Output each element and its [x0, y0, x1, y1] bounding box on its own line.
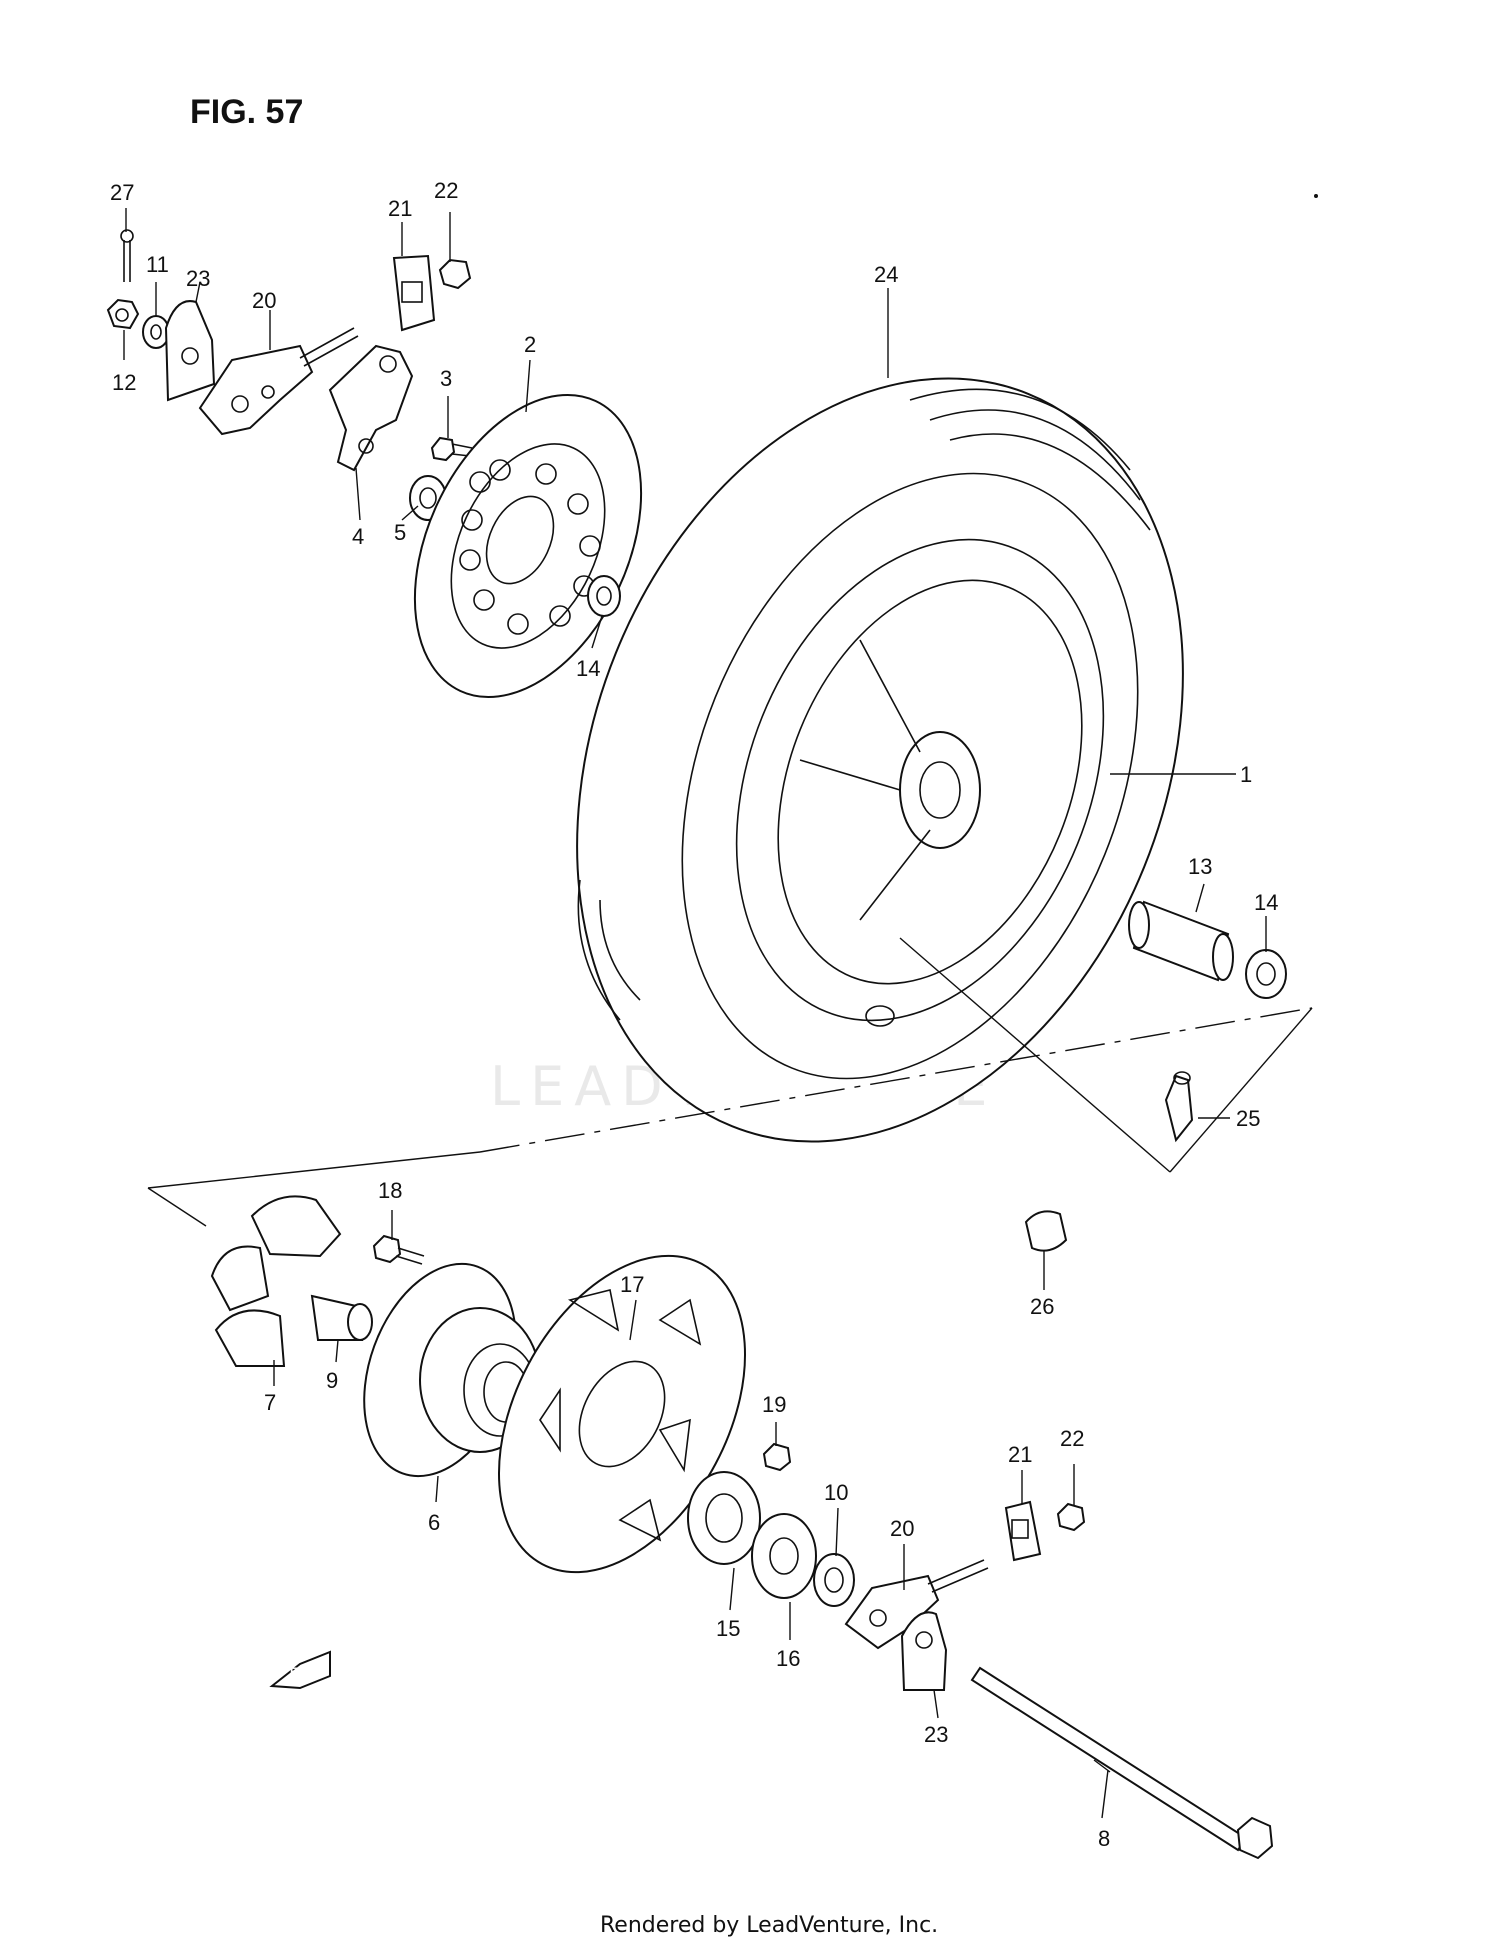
callout-10: 10: [824, 1480, 848, 1505]
callout-18: 18: [378, 1178, 402, 1203]
part-20-chain-adjuster-upper: [198, 327, 359, 436]
part-17-rear-sprocket: [497, 1254, 747, 1574]
callout-14-right: 14: [1254, 890, 1278, 915]
part-8-rear-axle: [970, 1666, 1274, 1860]
callout-17: 17: [620, 1272, 644, 1297]
part-21-adjuster-plate-upper: [392, 254, 436, 332]
part-3-bolt: [430, 436, 473, 462]
callout-2: 2: [524, 332, 536, 357]
part-23-chain-adjuster-stopper-lower: [900, 1611, 948, 1691]
callout-1: 1: [1240, 762, 1252, 787]
callout-23-lower: 23: [924, 1722, 948, 1747]
callout-7: 7: [264, 1390, 276, 1415]
callout-13: 13: [1188, 854, 1212, 879]
part-22-nut-upper: [438, 258, 472, 290]
part-25-valve: [1164, 1071, 1194, 1143]
callout-11: 11: [146, 252, 169, 277]
callout-22-upper: 22: [434, 178, 458, 203]
part-7-wheel-damper: [210, 1195, 342, 1367]
part-27-cotter-pin: [120, 229, 134, 282]
part-22-nut-lower: [1056, 1502, 1086, 1532]
callout-15: 15: [716, 1616, 740, 1641]
callout-24: 24: [874, 262, 898, 287]
part-24-tire: [576, 377, 1184, 1143]
callout-8: 8: [1098, 1826, 1110, 1851]
part-13-spacer: [1128, 900, 1234, 982]
footer-credit: Rendered by LeadVenture, Inc.: [600, 1913, 938, 1938]
part-9-hub-collar: [310, 1294, 373, 1341]
callout-9: 9: [326, 1368, 338, 1393]
part-4-caliper-bracket: [328, 344, 414, 472]
callout-22-lower: 22: [1060, 1426, 1084, 1451]
part-16-oil-seal: [751, 1513, 817, 1599]
callout-26: 26: [1030, 1294, 1054, 1319]
callout-27: 27: [110, 180, 134, 205]
part-10-spacer: [813, 1553, 855, 1607]
part-14-spacer-right: [1245, 949, 1287, 999]
callout-16: 16: [776, 1646, 800, 1671]
scan-dot: [1314, 194, 1318, 198]
callout-3: 3: [440, 366, 452, 391]
part-14-spacer-upper: [587, 575, 621, 617]
callout-19: 19: [762, 1392, 786, 1417]
callout-14-upper: 14: [576, 656, 600, 681]
fwd-label: FWD: [290, 1665, 318, 1679]
callout-20-lower: 20: [890, 1516, 914, 1541]
leader-lines: [123, 208, 1267, 1819]
callout-6: 6: [428, 1510, 440, 1535]
callout-25: 25: [1236, 1106, 1260, 1131]
callout-5: 5: [394, 520, 406, 545]
figure-title: FIG. 57: [190, 93, 303, 131]
part-20-chain-adjuster-lower: [844, 1559, 989, 1650]
part-23-chain-adjuster-stopper-upper: [164, 300, 216, 402]
part-12-axle-nut: [106, 298, 140, 330]
callout-12: 12: [112, 370, 136, 395]
part-15-bearing: [687, 1471, 761, 1565]
callout-23-upper: 23: [186, 266, 210, 291]
part-6-sprocket-mounting-drum: [363, 1262, 541, 1478]
callout-labels: 27 11 23 20 12 21 22 2 3 4 5 14 24 1 13 …: [110, 178, 1278, 1851]
part-1-wheel: [735, 538, 1105, 1027]
callout-20-upper: 20: [252, 288, 276, 313]
part-21-adjuster-plate-lower: [1004, 1500, 1042, 1562]
part-18-bolt: [372, 1234, 425, 1265]
part-2-brake-disc: [413, 393, 643, 699]
part-11-washer: [142, 315, 170, 349]
callout-21-lower: 21: [1008, 1442, 1032, 1467]
part-19-nut: [762, 1442, 792, 1472]
part-26-clip: [1024, 1210, 1068, 1252]
fwd-direction-badge: FWD: [269, 1650, 331, 1690]
callout-4: 4: [352, 524, 364, 549]
callout-21-upper: 21: [388, 196, 412, 221]
